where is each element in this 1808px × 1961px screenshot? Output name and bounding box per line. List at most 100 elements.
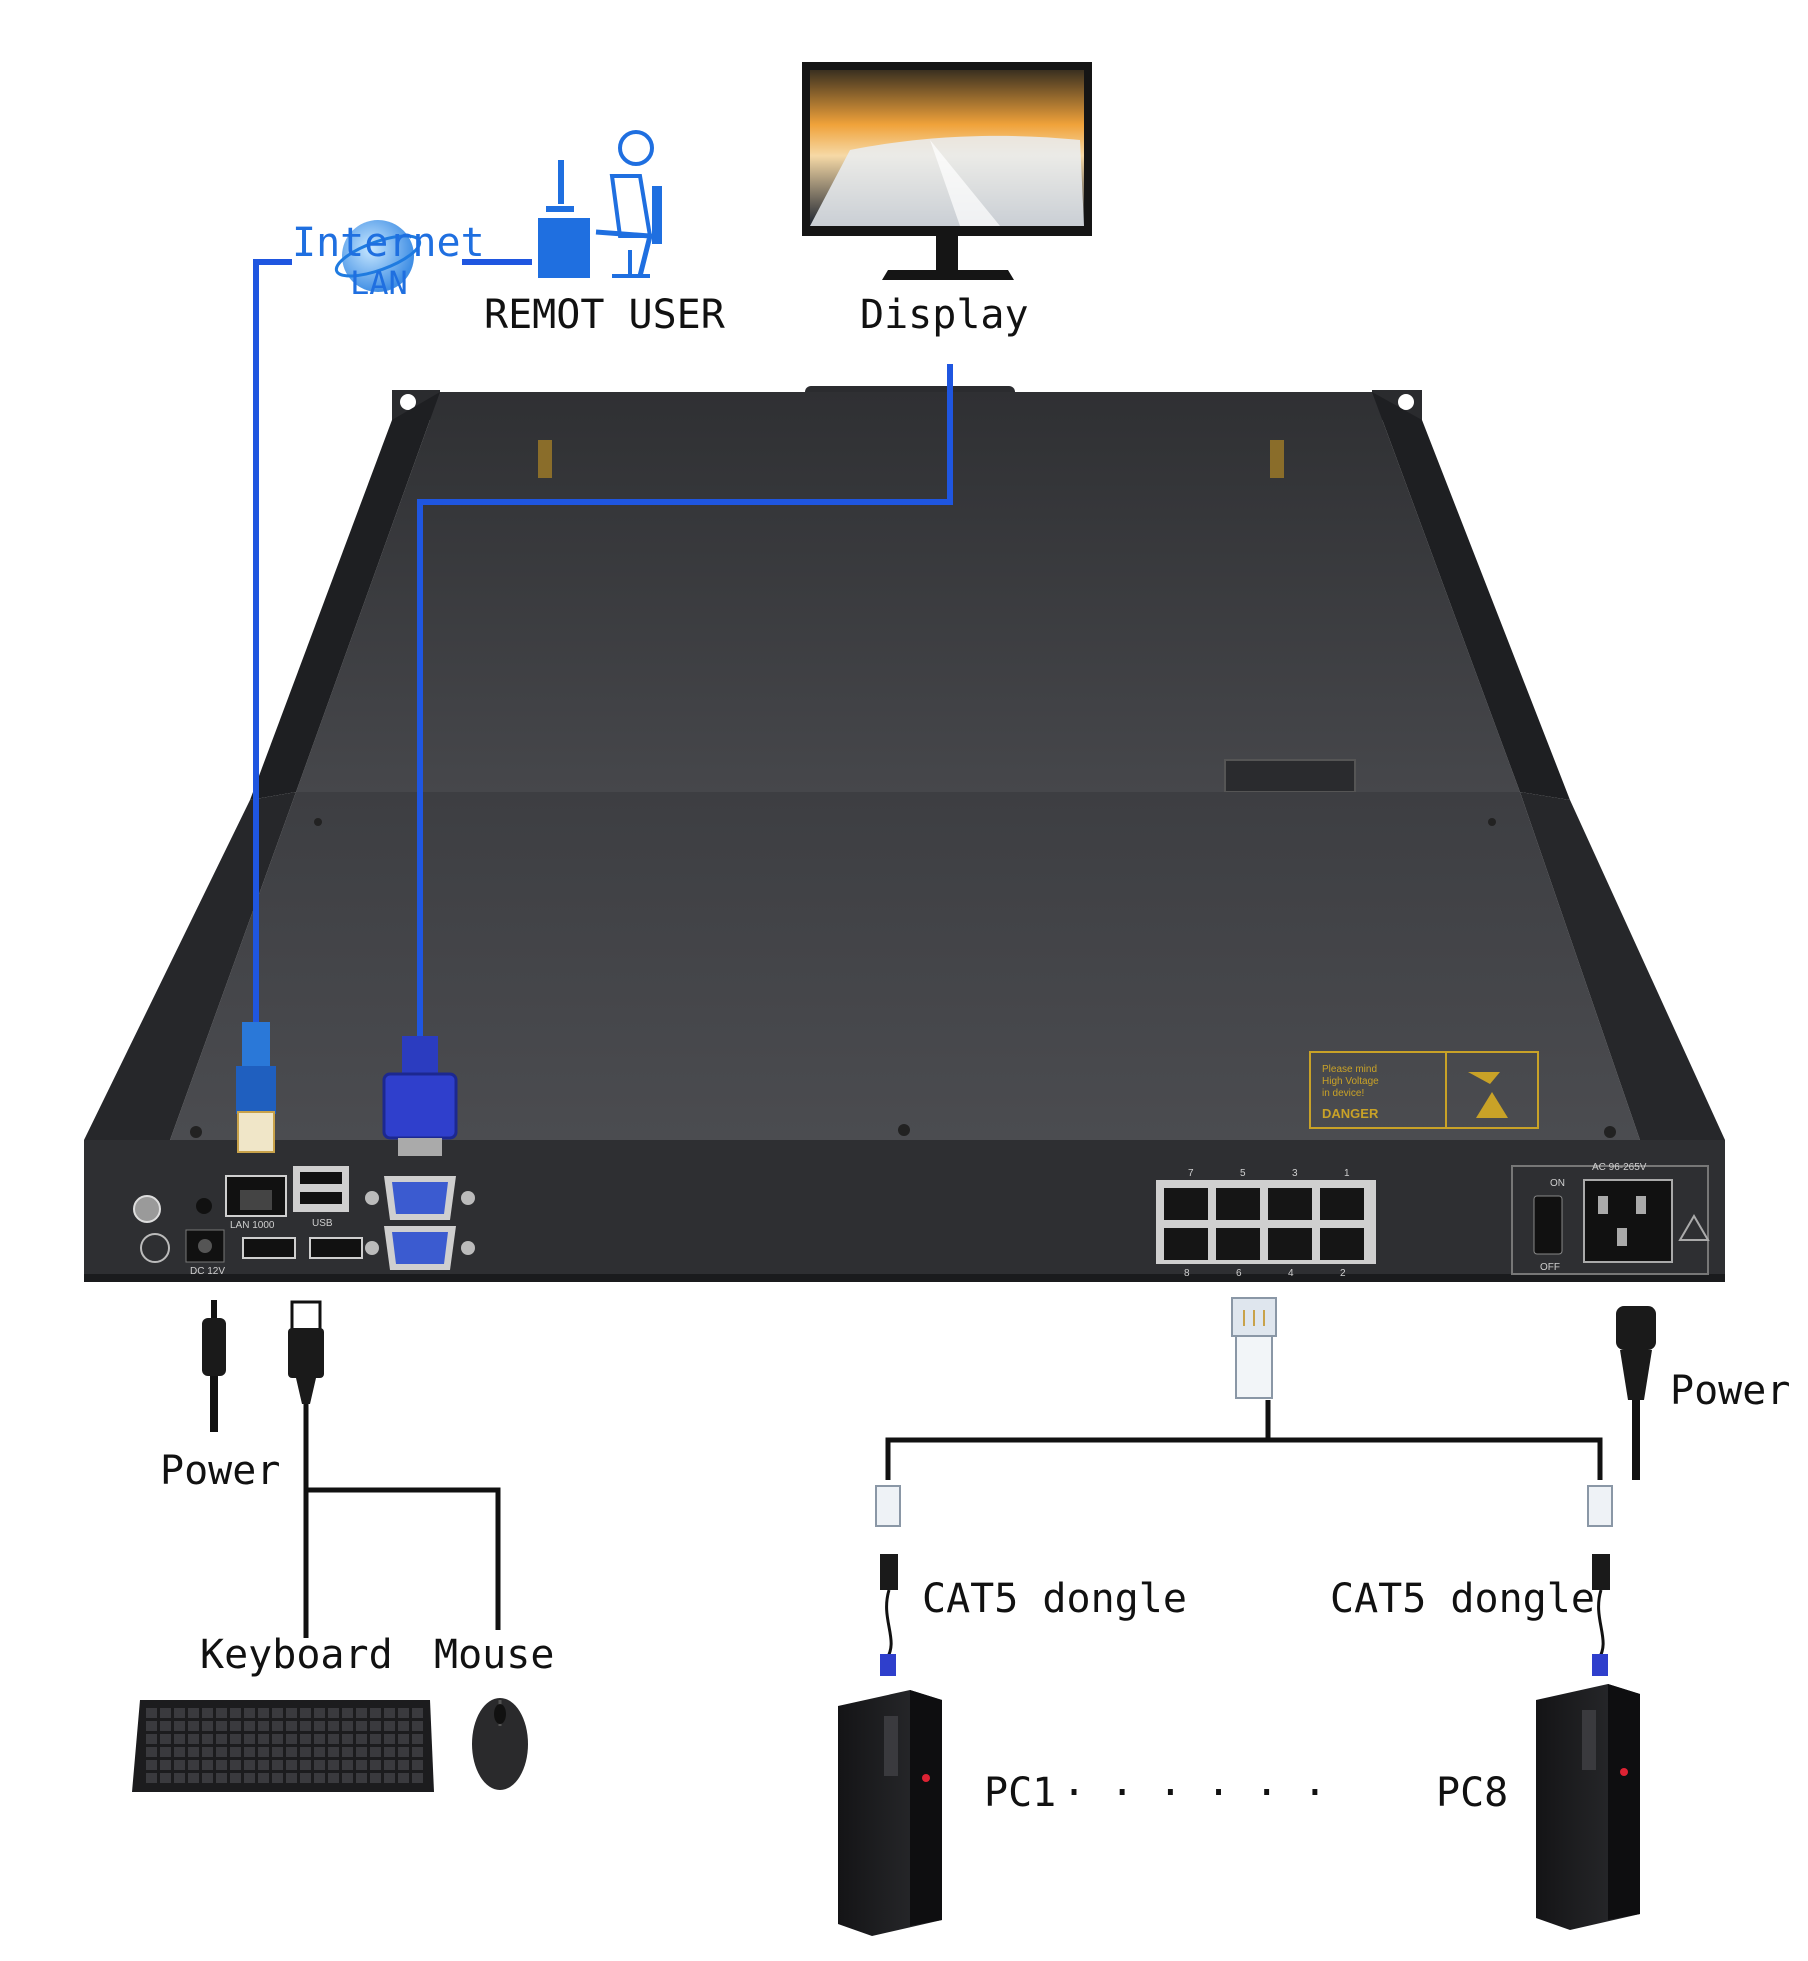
cat5-left-label: CAT5 dongle xyxy=(922,1576,1187,1622)
keyboard-key xyxy=(356,1721,367,1731)
keyboard-key xyxy=(328,1747,339,1757)
rear-panel-bottom-edge xyxy=(84,1274,1725,1282)
cat5-port-1[interactable] xyxy=(1164,1188,1208,1220)
usb-keyboard-port[interactable] xyxy=(243,1238,295,1258)
keyboard-icon xyxy=(132,1700,434,1792)
port-number-bottom-2: 6 xyxy=(1236,1268,1242,1279)
cat5-port-5[interactable] xyxy=(1164,1228,1208,1260)
keyboard-key xyxy=(286,1721,297,1731)
keyboard-key xyxy=(328,1760,339,1770)
keyboard-key xyxy=(244,1708,255,1718)
keyboard-key xyxy=(398,1721,409,1731)
keyboard-key xyxy=(244,1760,255,1770)
port-number-bottom-3: 4 xyxy=(1288,1268,1294,1279)
keyboard-key xyxy=(230,1721,241,1731)
keyboard-key xyxy=(230,1708,241,1718)
keyboard-key xyxy=(174,1760,185,1770)
keyboard-key xyxy=(314,1773,325,1783)
usb-mouse-port[interactable] xyxy=(310,1238,362,1258)
rj45-port-block: 7 5 3 1 8 6 4 2 xyxy=(1156,1168,1376,1279)
keyboard-key xyxy=(412,1734,423,1744)
pc-tower-icon xyxy=(1536,1684,1640,1930)
keyboard-key xyxy=(342,1747,353,1757)
keyboard-key xyxy=(370,1708,381,1718)
cat5-split-cable xyxy=(888,1400,1600,1480)
keyboard-key xyxy=(300,1721,311,1731)
keyboard-key xyxy=(258,1760,269,1770)
keyboard-key xyxy=(216,1708,227,1718)
usb-port-1[interactable] xyxy=(300,1172,342,1184)
keyboard-key xyxy=(244,1773,255,1783)
cat5-port-8[interactable] xyxy=(1320,1228,1364,1260)
keyboard-key xyxy=(258,1721,269,1731)
rack-ear-hole-right xyxy=(1398,394,1414,410)
keyboard-key xyxy=(258,1747,269,1757)
keyboard-key xyxy=(370,1760,381,1770)
dc-plug-icon xyxy=(202,1300,226,1432)
keyboard-key xyxy=(244,1721,255,1731)
keyboard-key xyxy=(160,1734,171,1744)
latch-notch xyxy=(1225,760,1355,792)
lan-port-socket xyxy=(240,1190,272,1210)
keyboard-key xyxy=(216,1734,227,1744)
cat5-port-7[interactable] xyxy=(1268,1228,1312,1260)
remote-user-label: REMOT USER xyxy=(484,292,726,338)
keyboard-key xyxy=(398,1760,409,1770)
keyboard-key xyxy=(314,1721,325,1731)
remote-user-icon xyxy=(538,132,662,278)
keyboard-key xyxy=(146,1721,157,1731)
keyboard-key xyxy=(244,1734,255,1744)
cat5-port-6[interactable] xyxy=(1216,1228,1260,1260)
power-switch[interactable] xyxy=(1534,1196,1562,1254)
cat5-port-2[interactable] xyxy=(1216,1188,1260,1220)
cat5-port-3[interactable] xyxy=(1268,1188,1312,1220)
keyboard-key xyxy=(412,1708,423,1718)
keyboard-key xyxy=(286,1734,297,1744)
cat5-port-4[interactable] xyxy=(1320,1188,1364,1220)
keyboard-key xyxy=(188,1747,199,1757)
monitor-icon xyxy=(802,62,1092,280)
keyboard-key xyxy=(202,1773,213,1783)
screw xyxy=(898,1124,910,1136)
screw xyxy=(314,818,322,826)
keyboard-key xyxy=(146,1747,157,1757)
keyboard-key xyxy=(300,1734,311,1744)
rj45-plug-icon-right xyxy=(1588,1486,1612,1526)
screw xyxy=(1488,818,1496,826)
port-number-top-2: 5 xyxy=(1240,1168,1246,1179)
power-left-label: Power xyxy=(160,1448,280,1494)
keyboard-key xyxy=(286,1773,297,1783)
keyboard-key xyxy=(174,1708,185,1718)
keyboard-key xyxy=(384,1760,395,1770)
keyboard-key xyxy=(342,1773,353,1783)
lan-label: LAN xyxy=(350,264,408,302)
keyboard-key xyxy=(398,1773,409,1783)
keyboard-key xyxy=(384,1773,395,1783)
ac-inlet-pin xyxy=(1636,1196,1646,1214)
keyboard-key xyxy=(146,1708,157,1718)
keyboard-key xyxy=(328,1708,339,1718)
pc1-label: PC1 xyxy=(984,1770,1056,1816)
keyboard-key xyxy=(258,1734,269,1744)
keyboard-key xyxy=(188,1721,199,1731)
keyboard-key xyxy=(356,1773,367,1783)
ac-inlet[interactable] xyxy=(1584,1180,1672,1262)
keyboard-key xyxy=(202,1760,213,1770)
reset-hole xyxy=(196,1198,212,1214)
pc-range-dots: · · · · · · xyxy=(1062,1770,1327,1816)
keyboard-key xyxy=(174,1721,185,1731)
usb-port-2[interactable] xyxy=(300,1192,342,1204)
keyboard-key xyxy=(216,1773,227,1783)
danger-line1: Please mind xyxy=(1322,1064,1377,1075)
keyboard-key xyxy=(146,1760,157,1770)
slide-arrow-left xyxy=(538,440,552,478)
keyboard-key xyxy=(356,1760,367,1770)
lan-port-label: LAN 1000 xyxy=(230,1220,275,1231)
dc-port-label: DC 12V xyxy=(190,1266,225,1277)
power-cord-icon xyxy=(1616,1306,1656,1480)
danger-title: DANGER xyxy=(1322,1106,1379,1121)
keyboard-key xyxy=(286,1760,297,1770)
cat5-right-label: CAT5 dongle xyxy=(1330,1576,1595,1622)
danger-line2: High Voltage xyxy=(1322,1076,1379,1087)
